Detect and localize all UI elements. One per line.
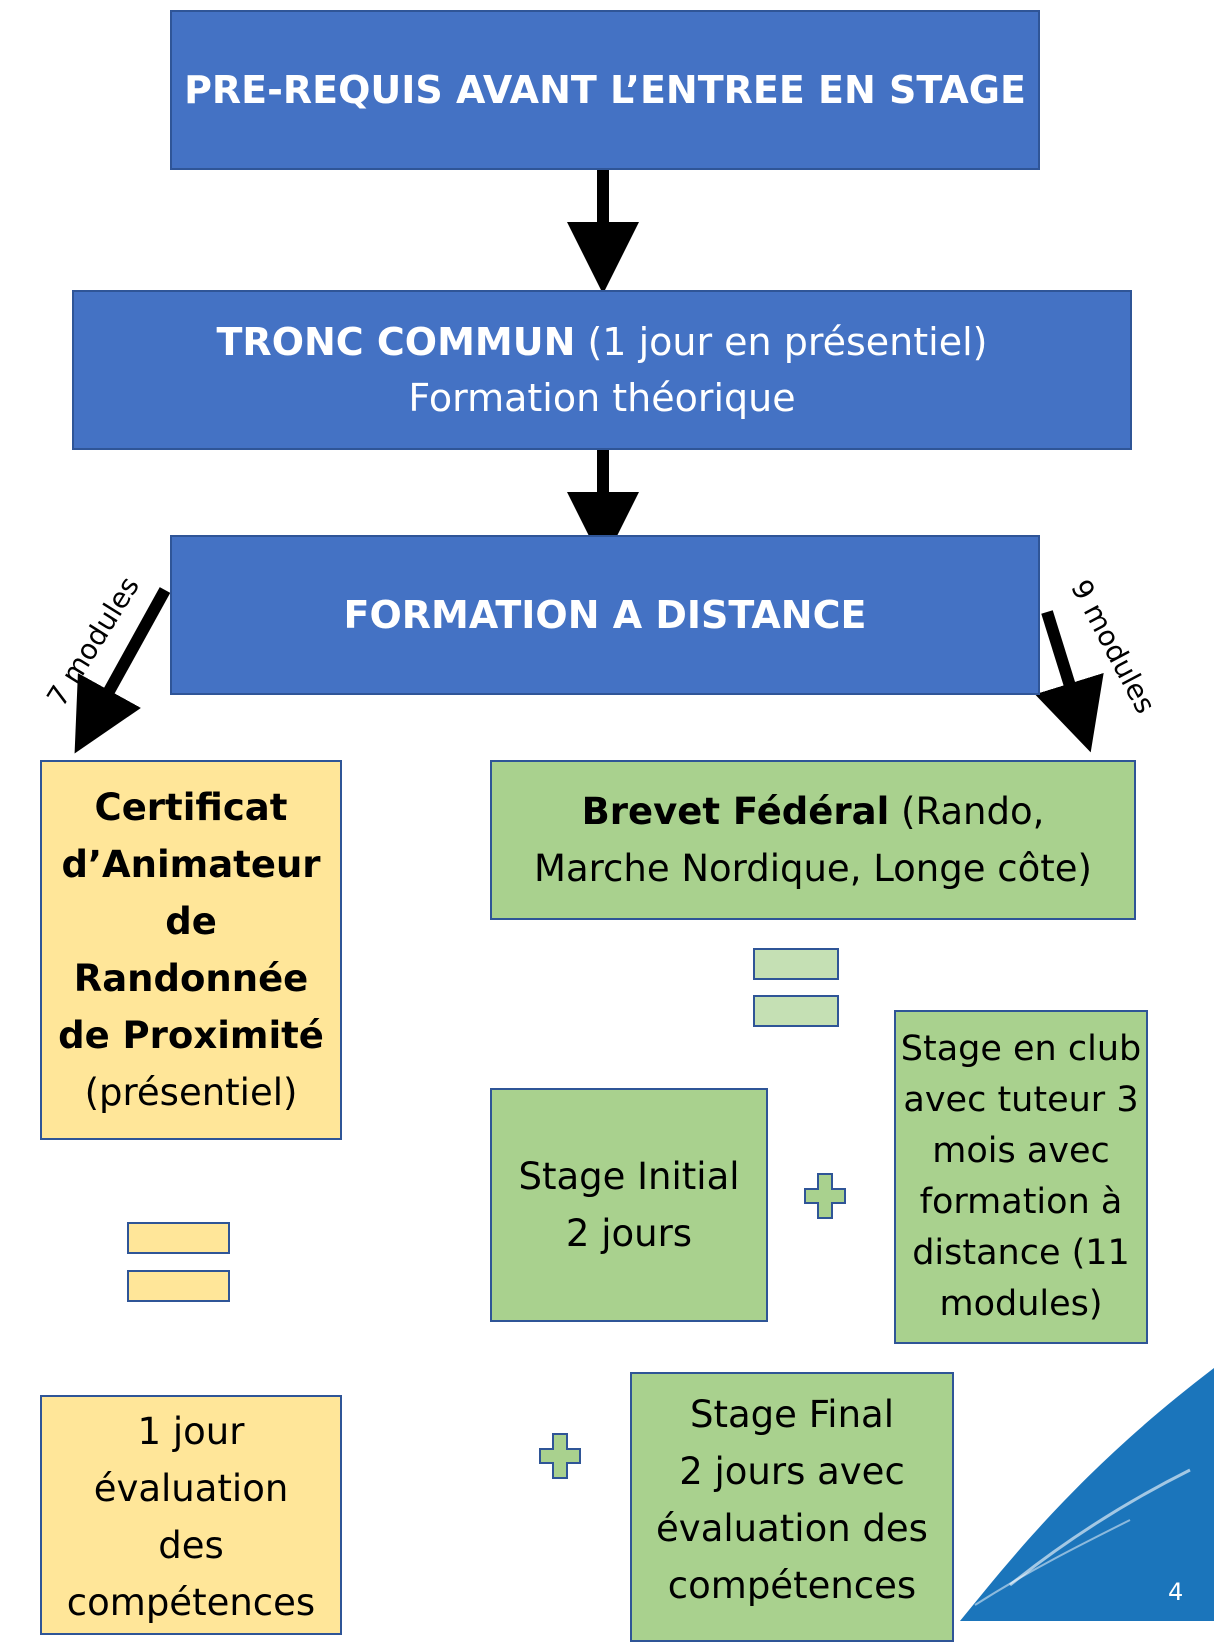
stage-club-line-5: distance (11 [912,1233,1130,1273]
page-number: 4 [1168,1578,1184,1606]
tronc-commun-rest: (1 jour en présentiel) [575,320,988,364]
stage-club-line-3: mois avec [932,1131,1110,1171]
certificat-line-5: de Proximité [58,1014,324,1057]
eval-jour-line-1: 1 jour [137,1410,245,1453]
certificat-line-6: (présentiel) [84,1071,298,1114]
equals-bottom-bar-green [753,995,839,1027]
stage-final-box: Stage Final 2 jours avec évaluation des … [630,1372,954,1642]
equals-top-bar-yellow [127,1222,230,1254]
stage-club-box: Stage en club avec tuteur 3 mois avec fo… [894,1010,1148,1344]
tronc-commun-subtitle: Formation théorique [408,376,796,420]
stage-final-line-2: 2 jours avec [679,1450,905,1493]
brevet-line-1: Brevet Fédéral (Rando, [582,783,1045,840]
stage-club-line-4: formation à [919,1182,1123,1222]
arrow-distance-to-brevet [1034,610,1104,753]
certificat-box: Certificat d’Animateur de Randonnée de P… [40,760,342,1140]
equals-top-bar-green [753,948,839,980]
brevet-federal-box: Brevet Fédéral (Rando, Marche Nordique, … [490,760,1136,920]
formation-distance-box: FORMATION A DISTANCE [170,535,1040,695]
certificat-line-2: d’Animateur [61,843,321,886]
brevet-rest-1: (Rando, [889,790,1045,833]
brevet-line-2: Marche Nordique, Longe côte) [534,847,1092,890]
stage-initial-box: Stage Initial 2 jours [490,1088,768,1322]
stage-initial-line-2: 2 jours [565,1212,693,1255]
eval-jour-line-4: compétences [66,1581,316,1624]
stage-club-line-6: modules) [939,1284,1103,1324]
stage-club-line-2: avec tuteur 3 [903,1080,1139,1120]
stage-final-line-1: Stage Final [690,1393,894,1436]
certificat-line-3: de [165,900,217,943]
eval-jour-line-2: évaluation [93,1467,289,1510]
eval-jour-line-3: des [158,1524,224,1567]
certificat-line-4: Randonnée [73,957,309,1000]
tronc-commun-bold: TRONC COMMUN [216,320,576,364]
formation-distance-title: FORMATION A DISTANCE [343,593,867,637]
arrow-distance-to-certificat [74,587,171,754]
brevet-bold: Brevet Fédéral [581,790,890,833]
evaluation-jour-box: 1 jour évaluation des compétences [40,1395,342,1635]
equals-bottom-bar-yellow [127,1270,230,1302]
stage-final-line-3: évaluation des [656,1507,928,1550]
tronc-commun-box: TRONC COMMUN (1 jour en présentiel) Form… [72,290,1132,450]
stage-club-line-1: Stage en club [900,1029,1142,1069]
prereq-title: PRE-REQUIS AVANT L’ENTREE EN STAGE [184,68,1026,112]
stage-initial-line-1: Stage Initial [518,1155,740,1198]
plus-icon [804,1173,846,1219]
plus-icon-2 [539,1433,581,1479]
stage-final-line-4: compétences [667,1564,917,1607]
tronc-commun-title: TRONC COMMUN (1 jour en présentiel) [217,314,988,370]
prereq-box: PRE-REQUIS AVANT L’ENTREE EN STAGE [170,10,1040,170]
certificat-line-1: Certificat [94,786,288,829]
